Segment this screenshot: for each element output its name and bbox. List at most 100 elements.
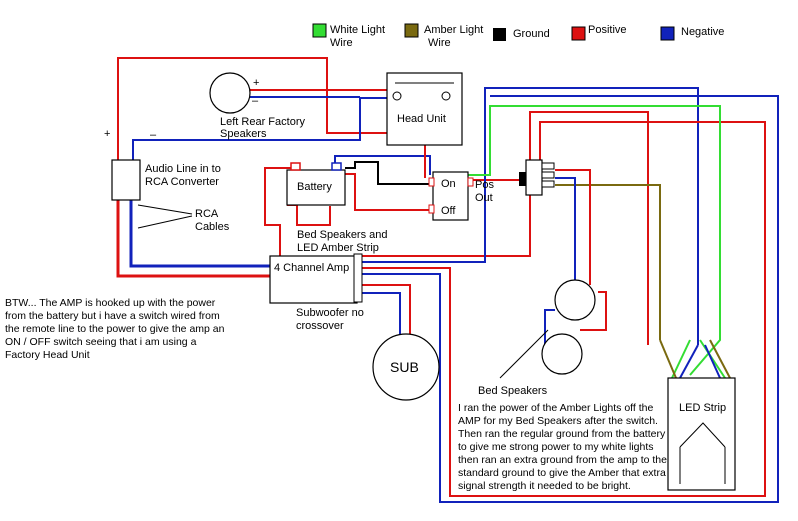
wire-blue-top <box>132 97 387 160</box>
sub-label-1: Subwoofer no <box>296 307 364 319</box>
wire-conn-bed-red <box>555 169 591 285</box>
connector-pin-1 <box>541 162 555 170</box>
amber-line-6: standard ground to give the Amber that e… <box>458 467 666 479</box>
wire-amp-bed-red-2 <box>357 121 766 497</box>
speaker-label-2: Speakers <box>220 128 267 140</box>
switch-off-label: Off <box>441 205 456 217</box>
rca-pointer-1 <box>137 204 193 215</box>
switch-on-label: On <box>441 178 456 190</box>
wire-led-blue-a <box>679 344 699 379</box>
wire-led-amber-b <box>709 339 731 379</box>
battery-label: Battery <box>297 181 332 193</box>
bed-speaker-1 <box>554 279 596 321</box>
head-unit-label: Head Unit <box>397 113 446 125</box>
head-unit-knob-right <box>441 91 451 101</box>
legend-positive-swatch <box>571 26 586 41</box>
pos-out-label-1: Pos <box>475 179 494 191</box>
legend-positive-label: Positive <box>588 24 627 36</box>
led-strip-inner <box>679 422 726 448</box>
amp-terminals <box>353 253 363 303</box>
led-strip <box>667 377 736 491</box>
legend-ground-swatch <box>493 28 506 41</box>
amber-line-3: Then ran the regular ground from the bat… <box>458 428 666 440</box>
left-rear-speaker <box>209 72 251 114</box>
wire-battery-ground <box>345 161 430 185</box>
btw-line-5: Factory Head Unit <box>5 349 90 361</box>
btw-line-3: the remote line to the power to give the… <box>5 323 225 335</box>
amber-line-4: to give me strong power to my white ligh… <box>458 441 654 453</box>
legend-negative-swatch <box>660 26 675 41</box>
wire-led-blue-b <box>704 344 721 379</box>
rca-label-1: RCA <box>195 208 219 220</box>
wire-bed-speaker-red <box>580 291 607 331</box>
wire-amp-outer-blue <box>357 95 779 503</box>
btw-note: BTW... The AMP is hooked up with the pow… <box>5 297 225 361</box>
wire-conn-bed-blue <box>555 177 576 280</box>
wire-white-light <box>468 105 721 376</box>
wire-rca-blue <box>129 200 270 268</box>
head-unit <box>386 72 463 146</box>
amp-label: 4 Channel Amp <box>274 262 349 274</box>
battery-terminal-neg <box>331 162 342 171</box>
legend: White Light Wire Amber Light Wire Ground… <box>312 23 724 49</box>
bed-speakers-label: Bed Speakers <box>478 385 548 397</box>
speaker-label-1: Left Rear Factory <box>220 116 305 128</box>
converter-minus: – <box>150 129 157 141</box>
connector-pin-3 <box>541 180 555 188</box>
wire-battery-red-2 <box>287 204 331 226</box>
wire-rca-red <box>116 200 270 278</box>
amber-line-2: AMP for my Bed Speakers after the switch… <box>458 415 658 427</box>
switch <box>432 171 469 221</box>
converter-label-1: Audio Line in to <box>145 163 221 175</box>
legend-amber-label-1: Amber Light <box>424 24 483 36</box>
btw-line-2: from the battery but i have a switch wir… <box>5 310 220 322</box>
legend-white-label-2: Wire <box>330 37 353 49</box>
legend-ground-label: Ground <box>513 28 550 40</box>
converter-plus: + <box>104 128 110 140</box>
sub-label-2: crossover <box>296 320 344 332</box>
wire-battery-switch-red <box>345 173 430 211</box>
audio-converter <box>111 159 141 201</box>
wire-battery-amp-pos <box>264 167 294 256</box>
connector-block <box>525 159 543 196</box>
battery-terminal-pos <box>290 162 301 171</box>
bed-speaker-2 <box>541 333 583 375</box>
btw-line-4: ON / OFF switch seeing that i am using a <box>5 336 197 348</box>
amber-line-5: then ran an extra ground from the amp to… <box>458 454 667 466</box>
connector-pin-2 <box>541 171 555 179</box>
btw-line-1: BTW... The AMP is hooked up with the pow… <box>5 297 216 309</box>
amber-note: I ran the power of the Amber Lights off … <box>458 402 667 492</box>
switch-terminal-off <box>428 204 435 214</box>
wire-battery-amp-blue <box>334 155 431 175</box>
rca-label-2: Cables <box>195 221 230 233</box>
switch-terminal-on <box>428 177 435 187</box>
wire-amp-sub-red <box>357 284 411 335</box>
amber-line-7: signal strength it needed to be bright. <box>458 480 631 492</box>
wire-amp-sub-blue <box>357 292 401 335</box>
rca-pointer-2 <box>137 215 193 229</box>
subwoofer-label: SUB <box>390 359 419 375</box>
subwoofer <box>372 333 440 401</box>
legend-white-swatch <box>312 23 327 38</box>
wire-red-top <box>117 57 387 160</box>
legend-negative-label: Negative <box>681 26 724 38</box>
wire-amp-bed-red-1 <box>357 111 649 345</box>
amp <box>269 255 358 304</box>
amp-output-label-1: Bed Speakers and <box>297 229 388 241</box>
wire-led-green-a <box>671 339 691 379</box>
led-strip-label: LED Strip <box>679 402 726 414</box>
legend-white-label-1: White Light <box>330 24 385 36</box>
legend-amber-swatch <box>404 23 419 38</box>
amber-line-1: I ran the power of the Amber Lights off … <box>458 402 654 414</box>
switch-terminal-out <box>467 177 474 187</box>
head-unit-knob-left <box>392 91 402 101</box>
speaker-plus: + <box>253 77 259 89</box>
speaker-minus: – <box>252 95 259 107</box>
wire-led-green-b <box>699 339 726 379</box>
wire-led-amber-a <box>659 339 677 379</box>
converter-label-2: RCA Converter <box>145 176 219 188</box>
legend-amber-label-2: Wire <box>428 37 451 49</box>
wire-amp-bed-blue-1 <box>357 87 699 345</box>
battery <box>286 169 346 206</box>
